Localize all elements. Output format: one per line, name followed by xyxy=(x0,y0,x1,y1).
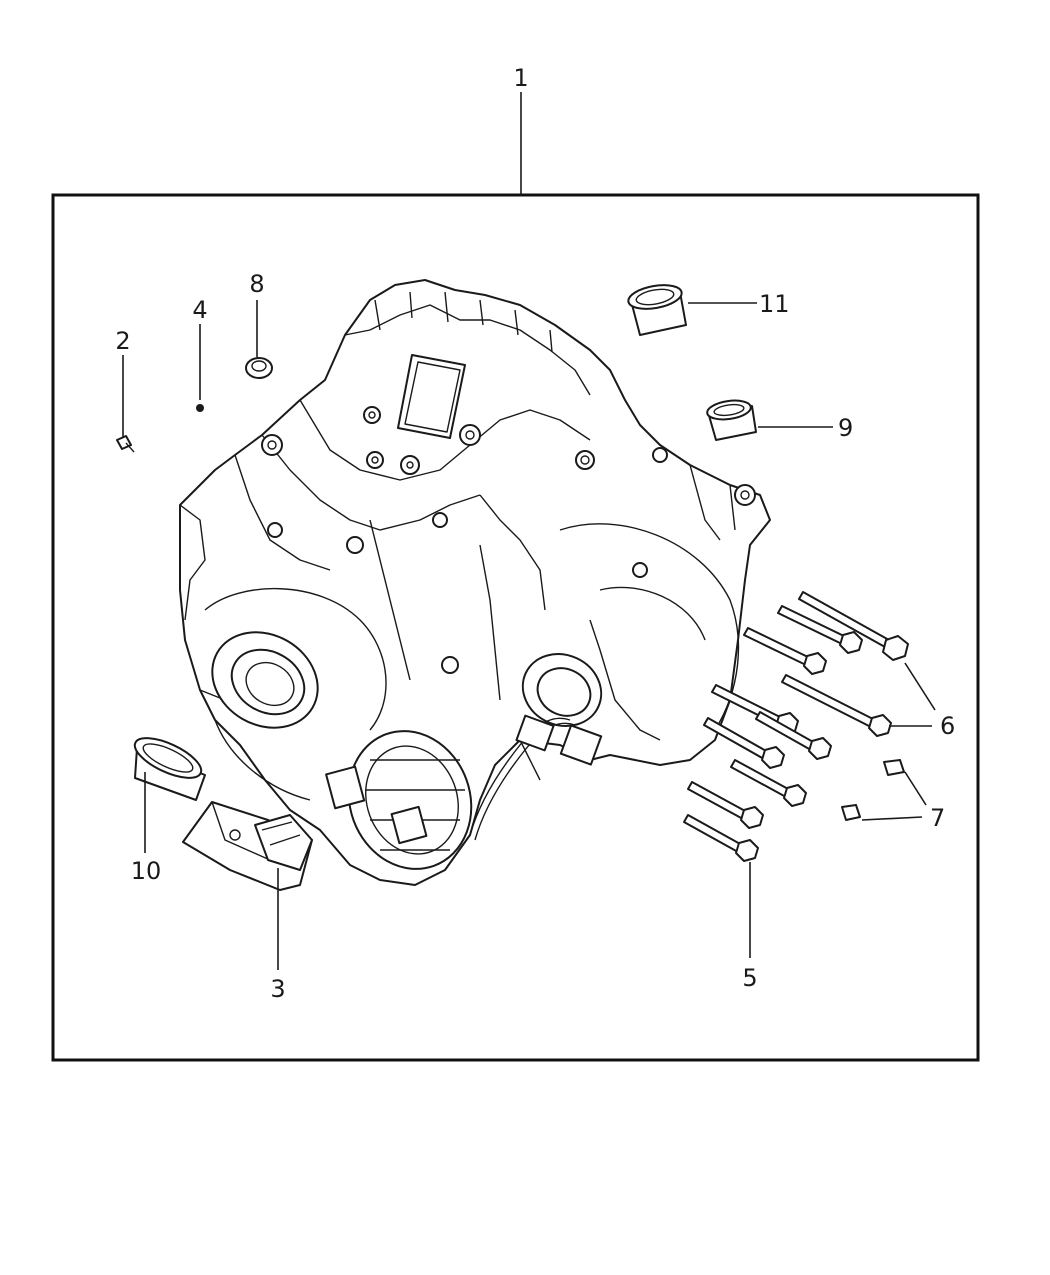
callout-1: 1 xyxy=(513,64,528,92)
leader-7b xyxy=(861,816,923,821)
callout-8: 8 xyxy=(249,270,264,298)
part-4-plug xyxy=(196,404,204,412)
transmission-case xyxy=(179,279,771,886)
callout-2: 2 xyxy=(115,327,130,355)
part-8-seal xyxy=(245,357,273,379)
part-11-seal-ring xyxy=(627,284,687,336)
leader-7a xyxy=(904,771,927,806)
part-6-long-bolts xyxy=(703,591,909,807)
leader-6a xyxy=(904,662,936,711)
part-5-short-bolts xyxy=(683,781,764,862)
callout-9: 9 xyxy=(838,414,853,442)
assembly-frame xyxy=(51,193,980,1062)
part-9-seal-ring xyxy=(706,399,757,441)
part-7-dowels xyxy=(841,759,905,821)
callout-3: 3 xyxy=(270,975,285,1003)
part-3-mount-bracket xyxy=(182,801,313,891)
callout-10: 10 xyxy=(131,857,162,885)
part-10-seal-ring xyxy=(133,737,206,801)
part-2-small-bolt xyxy=(116,435,135,453)
callout-4: 4 xyxy=(192,296,207,324)
callout-6: 6 xyxy=(940,712,955,740)
callout-11: 11 xyxy=(759,290,790,318)
callout-5: 5 xyxy=(742,964,757,992)
callout-7: 7 xyxy=(930,804,945,832)
